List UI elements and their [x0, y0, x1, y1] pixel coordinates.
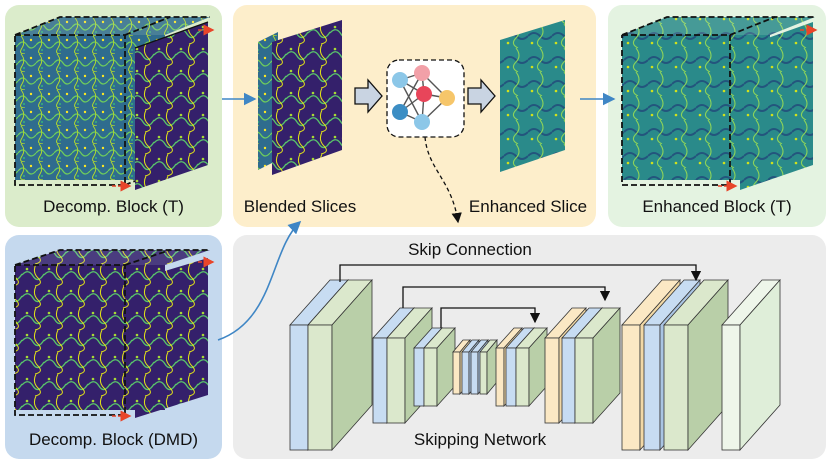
- enhanced-block-label: Enhanced Block (T): [642, 197, 792, 216]
- right-arrow-icon: [354, 78, 383, 114]
- arrow-dmd-to-blended: [217, 220, 302, 341]
- skip-connection-label: Skip Connection: [408, 240, 532, 259]
- enhanced-slice: [500, 20, 565, 172]
- decomp-block-t-label: Decomp. Block (T): [43, 197, 184, 216]
- skipping-network-layers: [289, 278, 781, 452]
- enhanced-block-cube: [621, 16, 818, 192]
- skipping-network-label: Skipping Network: [413, 430, 547, 449]
- dashed-connector: [424, 136, 462, 224]
- decomp-block-t-cube: [14, 16, 215, 192]
- skip-connection-arrows: [339, 264, 702, 328]
- right-arrow-icon: [467, 78, 496, 114]
- blended-slices: [258, 20, 342, 175]
- decomp-block-dmd-cube: [14, 249, 215, 422]
- decomp-block-dmd-label: Decomp. Block (DMD): [28, 430, 199, 449]
- enhanced-slice-label: Enhanced Slice: [468, 197, 588, 216]
- blended-slices-label: Blended Slices: [243, 197, 357, 216]
- neural-network-icon: [386, 59, 465, 138]
